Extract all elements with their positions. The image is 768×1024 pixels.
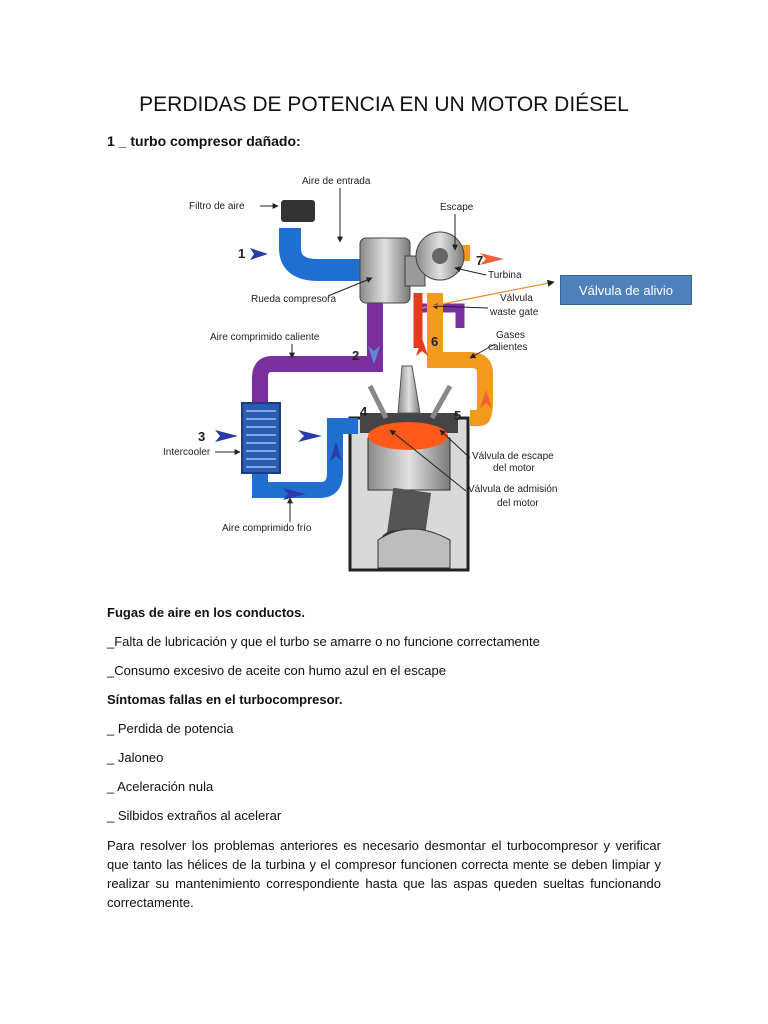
label-admision-2: del motor xyxy=(497,498,539,509)
number-5: 5 xyxy=(454,408,461,423)
label-valvula-wg-2: waste gate xyxy=(489,307,539,318)
label-turbina: Turbina xyxy=(488,270,522,281)
solution-paragraph: Para resolver los problemas anteriores e… xyxy=(107,838,661,910)
turbocharger xyxy=(359,231,465,304)
label-valvula-wg-1: Válvula xyxy=(500,293,533,304)
consumo-line: _Consumo excesivo de aceite con humo azu… xyxy=(107,663,446,678)
number-1: 1 xyxy=(238,246,245,261)
sintoma-item: _ Perdida de potencia xyxy=(107,721,234,736)
sintoma-item: _ Aceleración nula xyxy=(107,779,214,794)
number-7: 7 xyxy=(476,253,483,268)
sintoma-item: _ Silbidos extraños al acelerar xyxy=(107,808,282,823)
callout-arrow xyxy=(421,279,555,309)
label-filtro: Filtro de aire xyxy=(189,201,245,212)
flow-arrows xyxy=(215,248,504,500)
label-escape-motor-1: Válvula de escape xyxy=(472,451,554,462)
label-rueda: Rueda compresora xyxy=(251,294,336,305)
page-title: PERDIDAS DE POTENCIA EN UN MOTOR DIÉSEL xyxy=(139,93,629,116)
number-6: 6 xyxy=(431,334,438,349)
label-aire-entrada: Aire de entrada xyxy=(302,176,371,187)
hot-air-pipe xyxy=(252,288,383,403)
label-intercooler: Intercooler xyxy=(163,447,211,458)
label-escape-motor-2: del motor xyxy=(493,463,535,474)
fugas-heading: Fugas de aire en los conductos. xyxy=(107,605,305,620)
label-gases-1: Gases xyxy=(496,330,525,341)
label-gases-2: calientes xyxy=(488,342,527,353)
number-2: 2 xyxy=(352,348,359,363)
lubricacion-line: _Falta de lubricación y que el turbo se … xyxy=(107,634,540,649)
intake-pipe xyxy=(279,228,360,281)
number-4: 4 xyxy=(360,404,368,419)
intercooler-unit xyxy=(241,402,281,474)
label-admision-1: Válvula de admisión xyxy=(468,484,558,495)
cold-air-pipe xyxy=(252,418,358,498)
label-escape: Escape xyxy=(440,202,474,213)
turbo-diagram-svg: 1 2 3 4 5 6 7 Filtro de aire Aire de ent… xyxy=(163,176,558,572)
valvula-alivio-callout: Válvula de alivio xyxy=(560,275,692,305)
number-3: 3 xyxy=(198,429,205,444)
turbo-diagram: 1 2 3 4 5 6 7 Filtro de aire Aire de ent… xyxy=(150,168,570,583)
sintomas-heading: Síntomas fallas en el turbocompresor. xyxy=(107,692,343,707)
label-aire-caliente: Aire comprimido caliente xyxy=(210,332,320,343)
air-filter xyxy=(281,200,315,222)
label-aire-frio: Aire comprimido frío xyxy=(222,523,312,534)
exhaust-pipe xyxy=(427,293,493,426)
section-heading: 1 _ turbo compresor dañado: xyxy=(107,133,301,149)
engine-block xyxy=(348,365,470,572)
sintoma-item: _ Jaloneo xyxy=(107,750,164,765)
